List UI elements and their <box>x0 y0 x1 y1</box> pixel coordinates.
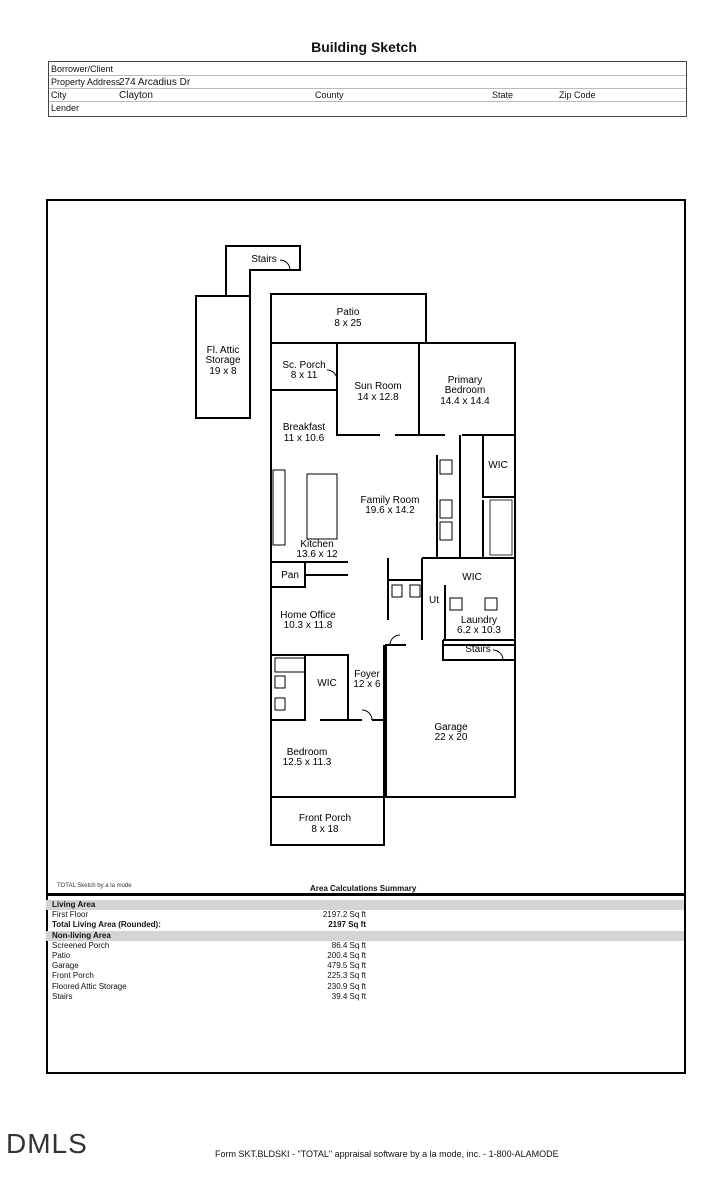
label-sunroom-dim: 14 x 12.8 <box>357 392 399 403</box>
label-foyer: Foyer <box>354 669 380 680</box>
label-family: Family Room <box>361 495 420 506</box>
label-foyer-dim: 12 x 6 <box>353 679 381 690</box>
label-ut: Ut <box>429 595 439 606</box>
label-office-dim: 10.3 x 11.8 <box>284 620 333 631</box>
label-garage: Garage <box>434 722 468 733</box>
living-header: Living Area <box>46 900 684 911</box>
label-scporch: Sc. Porch <box>282 360 325 371</box>
label-attic: Fl. Attic <box>207 345 240 356</box>
address-label: Property Address <box>51 77 121 87</box>
label-laundry-dim: 6.2 x 10.3 <box>457 625 501 636</box>
floor-plan: Stairs Fl. Attic Storage 19 x 8 Patio 8 … <box>195 245 516 846</box>
label-bedroom-dim: 12.5 x 11.3 <box>283 757 332 768</box>
label-sunroom: Sun Room <box>354 381 401 392</box>
label-kitchen-dim: 13.6 x 12 <box>296 549 338 560</box>
label-scporch-dim: 8 x 11 <box>291 370 318 381</box>
label-primary: Primary <box>448 375 482 386</box>
label-stairs2: Stairs <box>465 644 491 655</box>
label-kitchen: Kitchen <box>300 539 333 550</box>
dmls-logo: DMLS <box>6 1128 88 1159</box>
label-pan: Pan <box>281 570 299 581</box>
label-breakfast-dim: 11 x 10.6 <box>284 433 325 444</box>
label-patio: Patio <box>337 307 360 318</box>
address-value: 274 Arcadius Dr <box>119 77 191 88</box>
label-patio-dim: 8 x 25 <box>334 318 362 329</box>
city-value: Clayton <box>119 90 153 101</box>
label-frontporch-dim: 8 x 18 <box>311 824 339 835</box>
summary-total-row: Total Living Area (Rounded):2197 Sq ft <box>52 920 366 930</box>
label-primary-dim: 14.4 x 14.4 <box>440 396 490 407</box>
page-title: Building Sketch <box>311 39 417 55</box>
label-breakfast: Breakfast <box>283 422 325 433</box>
lender-label: Lender <box>51 103 80 113</box>
label-family-dim: 19.6 x 14.2 <box>365 505 415 516</box>
label-wic2: WIC <box>462 572 481 583</box>
borrower-label: Borrower/Client <box>51 64 114 74</box>
walls <box>195 245 516 846</box>
label-office: Home Office <box>280 610 336 621</box>
sketch-frame <box>46 199 686 1074</box>
state-label: State <box>492 90 514 100</box>
city-label: City <box>51 90 67 100</box>
label-wic3: WIC <box>317 678 336 689</box>
county-label: County <box>315 90 344 100</box>
nonliving-header: Non-living Area <box>46 930 684 941</box>
zip-label: Zip Code <box>559 90 596 100</box>
footer-text: Form SKT.BLDSKI - "TOTAL" appraisal soft… <box>215 1149 559 1159</box>
summary-title: Area Calculations Summary <box>310 884 417 893</box>
label-attic2: Storage <box>205 355 240 366</box>
label-bedroom: Bedroom <box>287 747 328 758</box>
label-laundry: Laundry <box>461 615 497 626</box>
label-primary2: Bedroom <box>445 385 486 396</box>
label-attic-dim: 19 x 8 <box>209 366 237 377</box>
label-garage-dim: 22 x 20 <box>435 732 468 743</box>
sketch-credit: TOTAL Sketch by a la mode <box>57 883 132 889</box>
label-wic1: WIC <box>488 460 507 471</box>
label-stairs-top: Stairs <box>251 254 277 265</box>
label-frontporch: Front Porch <box>299 813 351 824</box>
